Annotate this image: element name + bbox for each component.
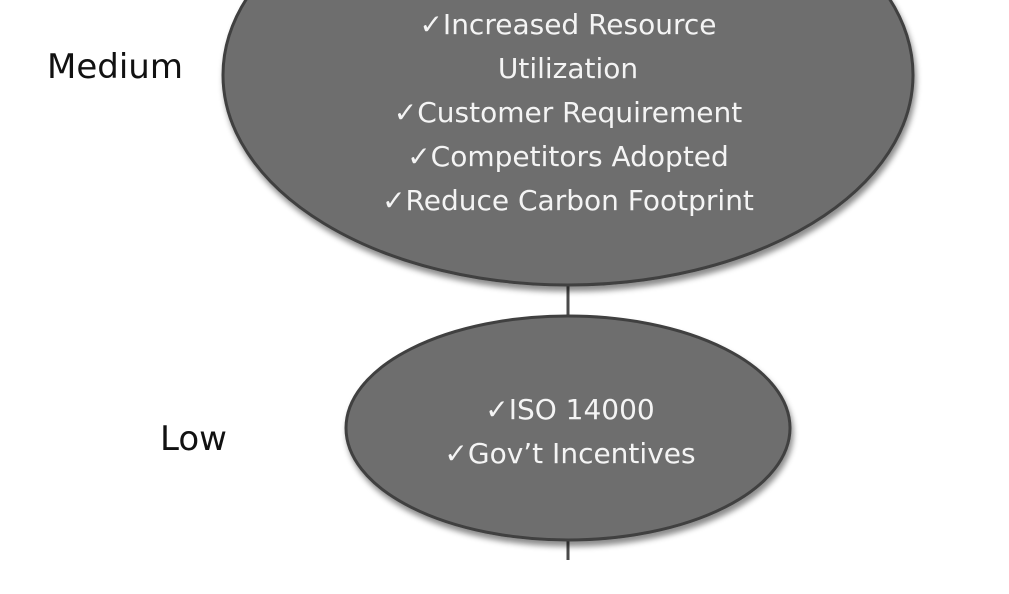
medium-item: Utilization	[497, 52, 639, 85]
medium-item: ✓Reduce Carbon Footprint	[382, 184, 754, 217]
level-label-low: Low	[160, 419, 227, 459]
medium-ellipse-text: ✓Increased Resource Utilization ✓Custome…	[258, 3, 878, 223]
medium-item: ✓Customer Requirement	[393, 96, 743, 129]
medium-item: ✓Competitors Adopted	[407, 140, 729, 173]
low-ellipse-text: ✓ISO 14000 ✓Gov’t Incentives	[380, 388, 760, 476]
low-ellipse	[344, 314, 792, 542]
low-item: ✓Gov’t Incentives	[444, 437, 696, 470]
low-item: ✓ISO 14000	[485, 393, 655, 426]
level-label-medium: Medium	[47, 47, 183, 87]
medium-ellipse	[221, 0, 915, 287]
medium-item: ✓Increased Resource	[419, 8, 717, 41]
